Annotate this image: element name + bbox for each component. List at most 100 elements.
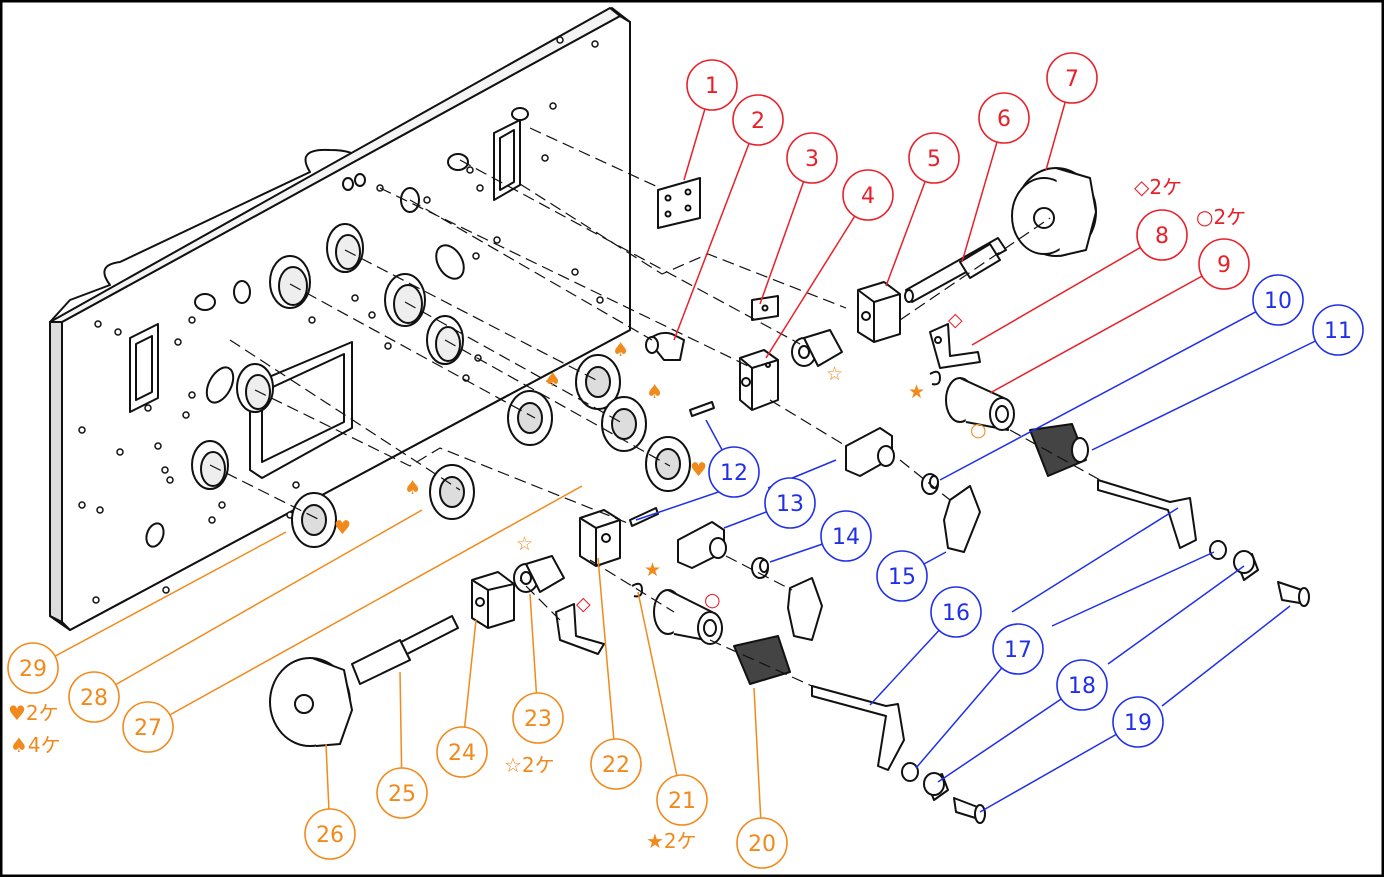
balloon-7: 7	[1045, 52, 1098, 171]
balloon-circle	[7, 642, 59, 694]
balloon-number: 12	[720, 461, 748, 486]
quantity-note: ♠4ケ	[10, 733, 61, 757]
balloon-21: 21	[637, 591, 708, 826]
part-symbol-marker: ♥	[334, 517, 351, 539]
part-3-bracket	[751, 295, 779, 321]
balloon-circle	[930, 586, 982, 638]
leader-line	[93, 509, 423, 698]
balloon-24: 24	[436, 619, 488, 778]
balloon-8: 8	[971, 209, 1188, 346]
balloon-9: 9	[989, 238, 1250, 394]
leader-line	[1161, 605, 1291, 707]
quantity-note: ♥2ケ	[8, 701, 59, 725]
balloon-circle	[820, 510, 872, 562]
part-9-bushing	[945, 377, 1015, 431]
balloon-5: 5	[885, 132, 960, 287]
part-symbol-marker: ♠	[612, 339, 629, 361]
leader-line	[937, 684, 1083, 783]
part-21-clip	[631, 370, 941, 598]
balloon-circle	[992, 623, 1044, 675]
leader-line	[939, 299, 1279, 481]
balloon-number: 26	[316, 823, 344, 848]
leader-line	[597, 557, 617, 765]
part-26-knob	[269, 657, 353, 747]
part-18-spacer	[923, 550, 1259, 801]
quantity-note: ★2ケ	[646, 829, 697, 853]
balloon-number: 28	[80, 686, 108, 711]
balloon-number: 27	[134, 716, 162, 741]
leader-line	[759, 157, 813, 305]
balloon-26: 26	[304, 743, 356, 860]
part-24-block	[471, 571, 515, 629]
balloon-number: 7	[1065, 67, 1079, 92]
balloon-circle	[1046, 52, 1098, 104]
balloon-15: 15	[876, 550, 947, 602]
balloon-circle	[764, 477, 816, 529]
balloon-number: 5	[927, 147, 941, 172]
balloon-circle	[686, 59, 738, 111]
balloon-29: 29	[7, 531, 287, 694]
balloon-circle	[304, 808, 356, 860]
leader-line	[971, 234, 1163, 346]
balloon-13: 13	[723, 459, 837, 529]
part-bushing-lower	[653, 589, 723, 645]
balloon-circle	[1136, 209, 1188, 261]
balloon-circle	[68, 671, 120, 723]
balloon-circle	[732, 94, 784, 146]
balloon-20: 20	[736, 687, 788, 869]
balloon-number: 15	[888, 565, 916, 590]
balloon-circle	[1198, 238, 1250, 290]
part-25-shaft	[351, 615, 459, 685]
leader-line	[147, 485, 583, 728]
balloon-number: 17	[1004, 638, 1032, 663]
balloon-number: 23	[524, 707, 552, 732]
part-symbol-marker: ♥	[690, 459, 707, 481]
balloon-22: 22	[590, 557, 642, 790]
leader-line	[1051, 551, 1215, 627]
leader-line	[989, 263, 1225, 394]
balloon-number: 9	[1217, 253, 1231, 278]
balloon-14: 14	[769, 510, 872, 563]
leader-line	[1011, 507, 1179, 613]
balloon-1: 1	[683, 59, 738, 181]
part-6-shaft	[904, 237, 1007, 303]
parts-layer	[49, 7, 1310, 824]
balloon-23: 23	[512, 593, 564, 744]
leader-line	[673, 119, 759, 341]
balloon-circle	[786, 132, 838, 184]
balloon-17: 17	[915, 551, 1215, 769]
leader-line	[915, 648, 1019, 769]
base-plate	[49, 7, 631, 631]
part-symbol-marker: ◇	[948, 309, 963, 331]
leader-line	[753, 687, 763, 844]
balloon-6: 6	[961, 92, 1030, 263]
part-23-collar	[513, 555, 565, 593]
part-8-bracket	[929, 323, 981, 369]
leader-line	[1107, 565, 1245, 665]
part-symbol-marker: ◇	[576, 593, 591, 615]
balloon-number: 16	[942, 601, 970, 626]
balloon-circle	[736, 817, 788, 869]
part-symbol-marker: ○	[970, 419, 987, 441]
balloon-circle	[656, 774, 708, 826]
part-bracket-lower	[555, 603, 605, 655]
balloon-number: 10	[1264, 289, 1292, 314]
balloon-10: 10	[939, 274, 1304, 481]
balloon-28: 28	[68, 509, 423, 723]
leader-line	[637, 591, 683, 801]
balloon-circle	[908, 132, 960, 184]
part-bearings	[291, 354, 691, 548]
balloon-circle	[376, 767, 428, 819]
part-15-latch	[787, 485, 981, 641]
leader-line	[979, 721, 1139, 813]
balloon-16: 16	[869, 507, 1179, 706]
part-17-washer	[901, 540, 1227, 782]
balloon-number: 29	[19, 657, 47, 682]
part-symbol-marker: ☆	[826, 363, 843, 385]
balloon-circle	[512, 692, 564, 744]
balloon-number: 8	[1155, 224, 1169, 249]
balloon-number: 13	[776, 492, 804, 517]
leader-line	[765, 194, 869, 359]
